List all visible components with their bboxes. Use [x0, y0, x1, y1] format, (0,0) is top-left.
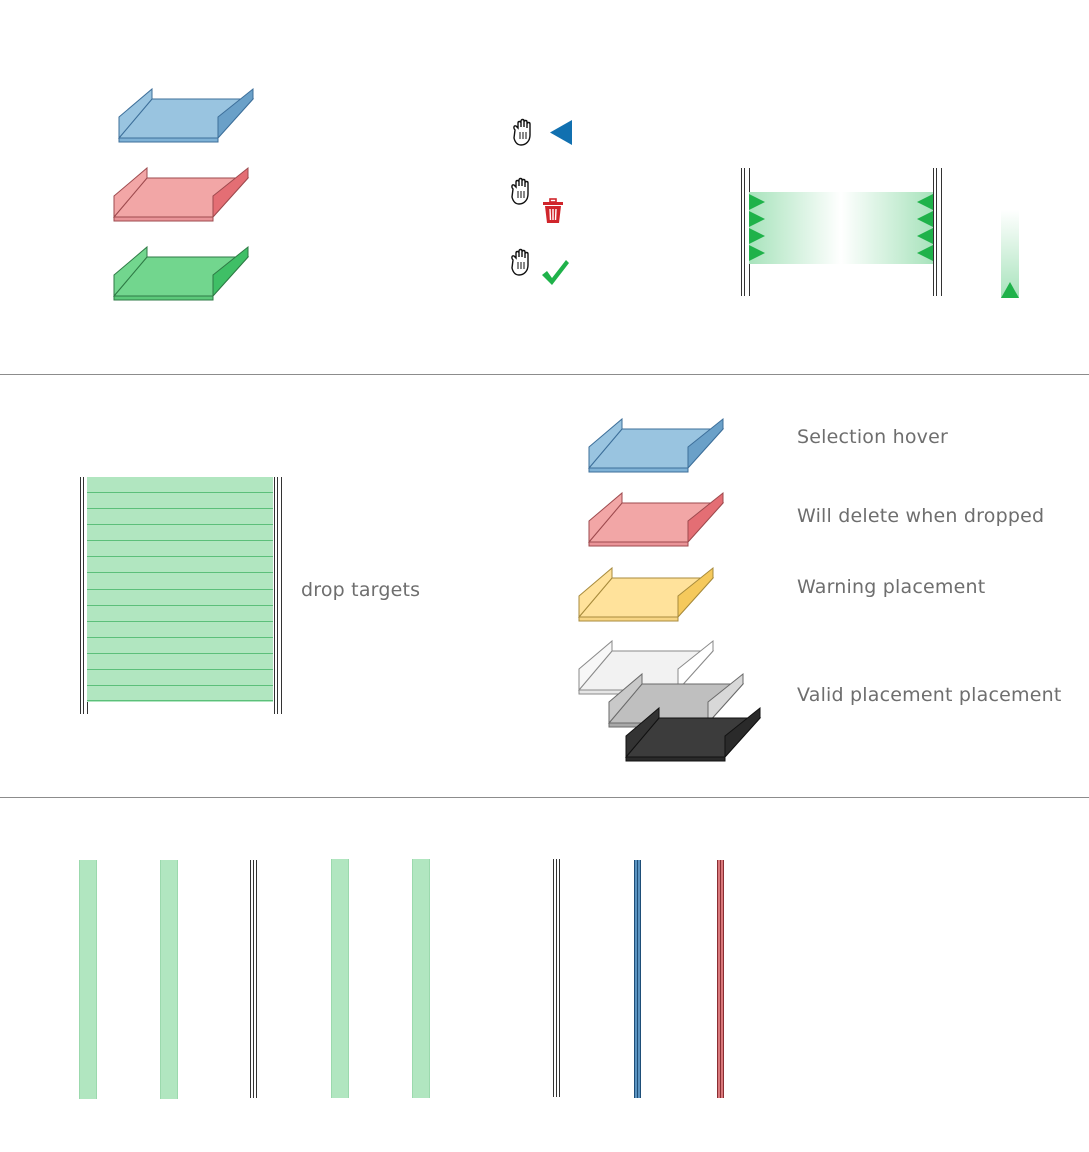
- rail-vertical: [553, 859, 560, 1097]
- rail-vertical: [250, 860, 257, 1098]
- drop-targets-rail-right: [274, 477, 282, 714]
- insert-arrows-left-icon: [917, 194, 933, 261]
- arrow-up-icon: [1001, 282, 1019, 298]
- shelf-delete-icon: [112, 166, 250, 222]
- shelf-valid-icon: [112, 245, 250, 301]
- shelf-warning-icon: [577, 566, 715, 622]
- drop-targets-label: drop targets: [301, 579, 421, 601]
- hand-grab-icon: [513, 118, 531, 146]
- legend-warning: Warning placement: [797, 576, 986, 598]
- legend-selection-hover: Selection hover: [797, 426, 949, 448]
- green-vertical-bar: [79, 860, 97, 1099]
- shelf-valid-placement-black-icon: [624, 706, 762, 762]
- trash-icon: [543, 198, 563, 223]
- vertical-insert-indicator: [1001, 210, 1019, 298]
- green-vertical-bar: [331, 859, 349, 1098]
- shelf-selection-hover-icon: [117, 87, 255, 143]
- green-vertical-bar: [160, 860, 178, 1099]
- hand-grab-icon: [511, 177, 529, 205]
- legend-will-delete: Will delete when dropped: [797, 505, 1045, 527]
- hand-grab-icon: [511, 248, 529, 276]
- legend-valid-placement: Valid placement placement: [797, 684, 1062, 706]
- insert-zone-gradient-left: [749, 192, 841, 264]
- green-vertical-bar: [412, 859, 430, 1098]
- section-divider: [0, 374, 1089, 375]
- insert-arrows-right-icon: [749, 194, 765, 261]
- insert-zone-gradient-right: [841, 192, 933, 264]
- rail-right: [933, 168, 942, 296]
- section-divider: [0, 797, 1089, 798]
- arrow-left-icon: [550, 120, 572, 145]
- rail-vertical-red: [717, 860, 724, 1098]
- drop-targets-grid: [87, 477, 273, 702]
- shelf-selection-hover-icon: [587, 417, 725, 473]
- rail-vertical-blue: [634, 860, 641, 1098]
- checkmark-icon: [542, 260, 569, 285]
- shelf-delete-icon: [587, 491, 725, 547]
